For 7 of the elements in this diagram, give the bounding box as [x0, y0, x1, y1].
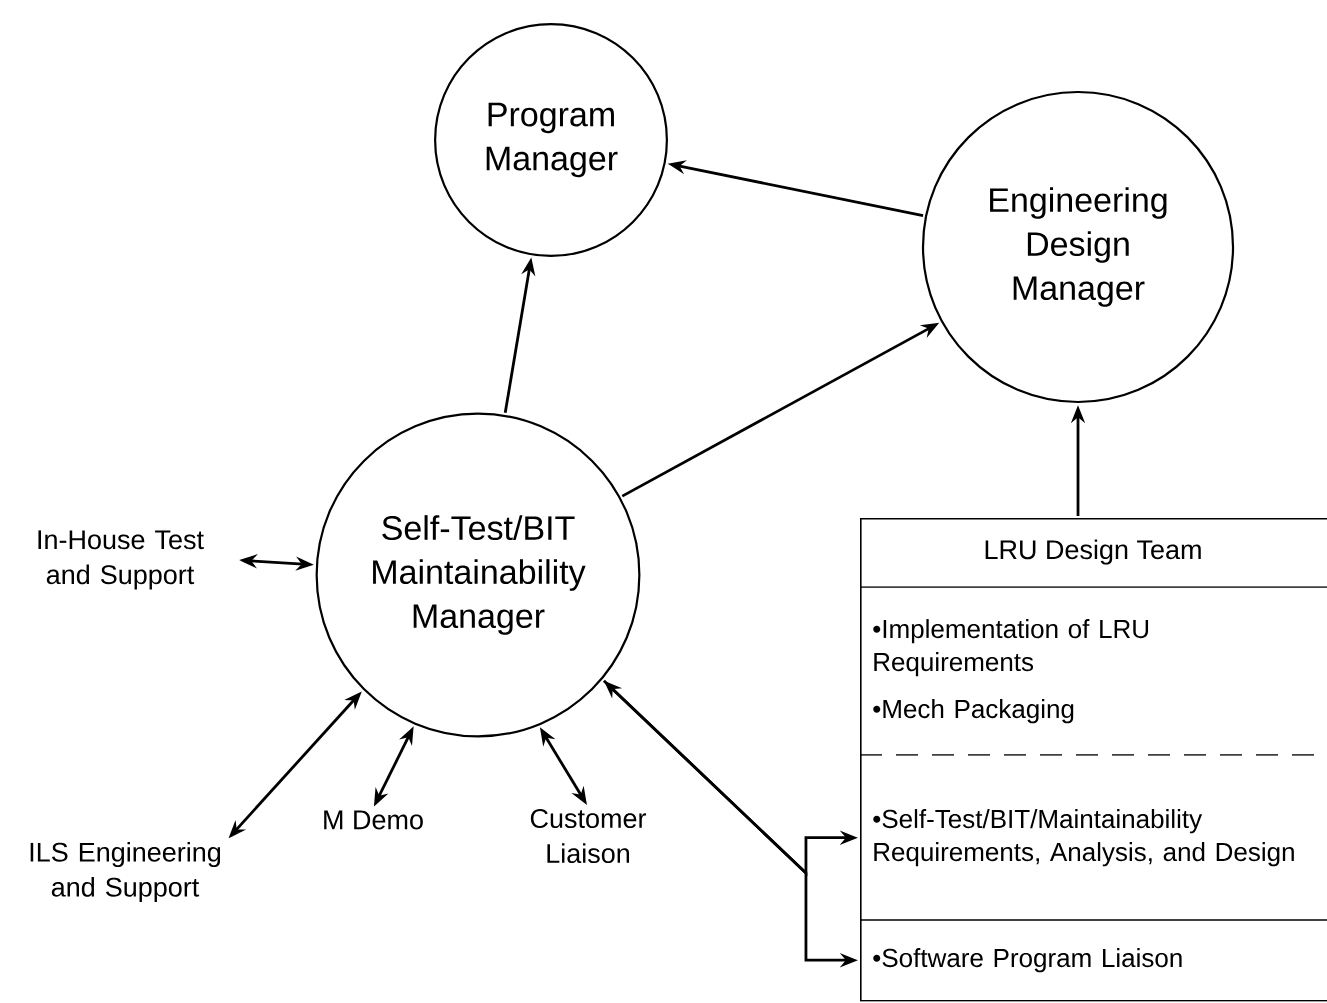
- role-label: Customer Liaison: [530, 808, 647, 864]
- task-section: •Self-Test/BIT/Maintainability Requirements, Analysis, and Design: [873, 809, 1294, 867]
- task-section: •Software Program Liaison: [873, 948, 1182, 973]
- role-label: ILS Engineering and Support: [30, 841, 221, 903]
- role-label: M Demo: [324, 810, 423, 830]
- task-section: •Implementation of LRU Requirements •Mech Packaging: [873, 619, 1149, 724]
- role-label: In-House Test and Support: [38, 530, 204, 590]
